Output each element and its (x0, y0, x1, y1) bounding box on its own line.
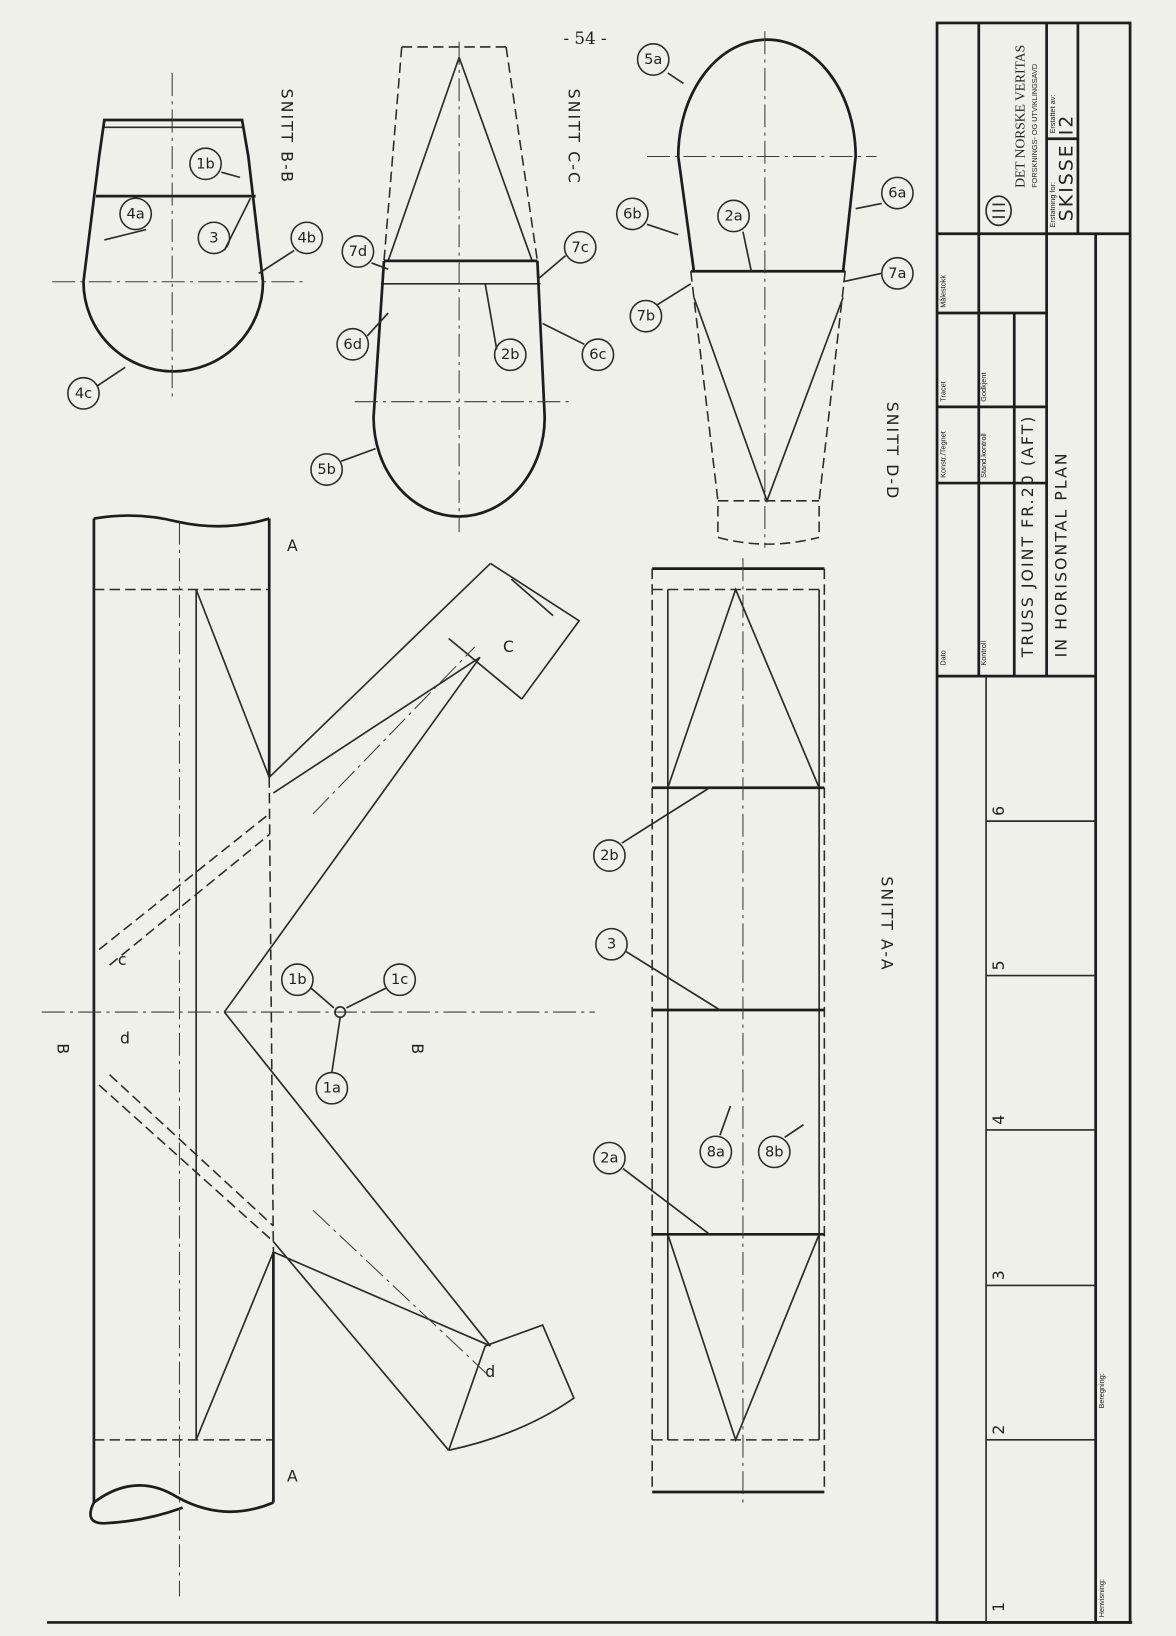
callout-6b: 6b (615, 197, 649, 231)
section-label-c-c: SNITT C-C (565, 89, 584, 185)
cut-mark-d: d (485, 1362, 497, 1381)
svg-text:7d: 7d (349, 243, 368, 260)
svg-text:1b: 1b (196, 155, 215, 172)
svg-text:3: 3 (209, 229, 218, 246)
revision-row-2: 2 (989, 1423, 1008, 1435)
field-erstattet-av: Erstattet av: (1048, 95, 1057, 134)
field-tracet: Tracet (938, 381, 947, 401)
field-godkjent: Godkjent (979, 372, 988, 401)
svg-text:7b: 7b (637, 308, 656, 325)
field-stand-kontroll: Stand.kontroll (979, 433, 988, 478)
drawing-title-line1: TRUSS JOINT FR.20 (AFT) (1018, 415, 1037, 659)
revision-row-1: 1 (989, 1600, 1008, 1612)
callout-2b-a: 2b (592, 839, 626, 872)
revision-row-3: 3 (989, 1268, 1008, 1280)
chord-plan-view (41, 514, 595, 1597)
svg-text:1b: 1b (288, 971, 307, 988)
cut-mark-c: C (503, 637, 516, 656)
field-dato: Dato (938, 650, 947, 665)
svg-text:6c: 6c (589, 346, 606, 363)
svg-text:4c: 4c (75, 385, 92, 402)
callout-7b: 7b (629, 299, 663, 333)
callout-2a-a: 2a (592, 1141, 626, 1175)
title-block: DET NORSKE VERITAS FORSKNINGS- OG UTVIKL… (935, 21, 1132, 1624)
svg-text:1a: 1a (323, 1080, 341, 1097)
callout-8a: 8a (699, 1135, 733, 1169)
svg-text:6d: 6d (343, 336, 362, 353)
callout-1c: 1c (383, 963, 417, 997)
svg-text:5b: 5b (317, 461, 336, 478)
callout-1b: 1b (189, 147, 222, 181)
cut-mark-b-right: B (408, 1043, 427, 1056)
svg-text:1c: 1c (391, 971, 408, 988)
svg-text:2a: 2a (724, 207, 742, 224)
revision-row-4: 4 (989, 1113, 1008, 1125)
field-henvisning: Henvisning: (1097, 1579, 1106, 1617)
callout-7c: 7c (563, 230, 597, 264)
callout-2b: 2b (493, 338, 527, 372)
callouts: 5a 1b 3 4a 4b 6b 2a 6a 7d 7c 7a 7b 6d 2b… (67, 43, 914, 1235)
section-a-a: SNITT A-A (651, 558, 897, 1503)
field-erstatning-for: Erstatning for: (1048, 182, 1057, 227)
callout-6d: 6d (336, 327, 370, 361)
company-logo (985, 195, 1012, 227)
svg-text:6a: 6a (888, 185, 906, 202)
section-b-b: SNITT B-B (52, 73, 303, 397)
svg-text:6b: 6b (623, 205, 642, 222)
svg-text:7a: 7a (888, 265, 906, 282)
section-label-d-d: SNITT D-D (883, 402, 902, 501)
svg-text:2b: 2b (600, 847, 619, 864)
callout-3: 3 (197, 221, 231, 255)
callout-6c: 6c (581, 338, 615, 372)
svg-text:2a: 2a (600, 1150, 618, 1167)
callout-3-a: 3 (595, 927, 628, 961)
callout-2a: 2a (717, 199, 750, 233)
svg-text:8a: 8a (707, 1143, 725, 1160)
sketch-id: SKISSE I2 (1057, 114, 1078, 222)
callout-7d: 7d (341, 235, 375, 268)
callout-4c: 4c (67, 376, 100, 410)
svg-text:2b: 2b (501, 346, 520, 363)
svg-text:5a: 5a (644, 51, 662, 68)
section-label-b-b: SNITT B-B (278, 89, 297, 184)
revision-row-6: 6 (989, 804, 1008, 816)
callout-5a: 5a (636, 43, 670, 76)
callout-4a: 4a (119, 197, 153, 231)
cut-mark-c-small: c (118, 950, 129, 969)
company-department: FORSKNINGS- OG UTVIKLINGSAVD (1030, 64, 1039, 188)
section-label-a-a: SNITT A-A (878, 876, 897, 971)
field-konstr-tegnet: Konstr./Tegnet (938, 431, 947, 478)
cut-mark-b-left: B (53, 1043, 72, 1056)
field-kontroll: Kontroll (979, 641, 988, 666)
page-number: - 54 - (563, 29, 606, 48)
cut-mark-a-top: A (287, 536, 300, 555)
callout-6a: 6a (880, 176, 914, 210)
cut-mark-a-bottom: A (287, 1467, 300, 1486)
drawing-title-line2: IN HORISONTAL PLAN (1051, 451, 1070, 657)
company-name: DET NORSKE VERITAS (1013, 45, 1028, 188)
cut-mark-d-small: d (120, 1028, 132, 1047)
field-beregning: Beregning: (1097, 1373, 1106, 1408)
section-c-c: SNITT C-C (354, 41, 584, 533)
section-d-d: SNITT D-D (646, 31, 902, 548)
callout-1b-joint: 1b (280, 963, 314, 997)
svg-text:4a: 4a (127, 205, 145, 222)
svg-text:8b: 8b (765, 1143, 784, 1160)
revision-row-5: 5 (989, 958, 1008, 970)
callout-5b: 5b (310, 453, 344, 486)
svg-text:4b: 4b (298, 229, 317, 246)
callout-4b: 4b (290, 221, 324, 255)
svg-text:7c: 7c (572, 239, 589, 256)
field-malestokk: Målestokk (938, 275, 947, 308)
callout-8b: 8b (757, 1135, 791, 1169)
svg-text:3: 3 (607, 936, 616, 953)
